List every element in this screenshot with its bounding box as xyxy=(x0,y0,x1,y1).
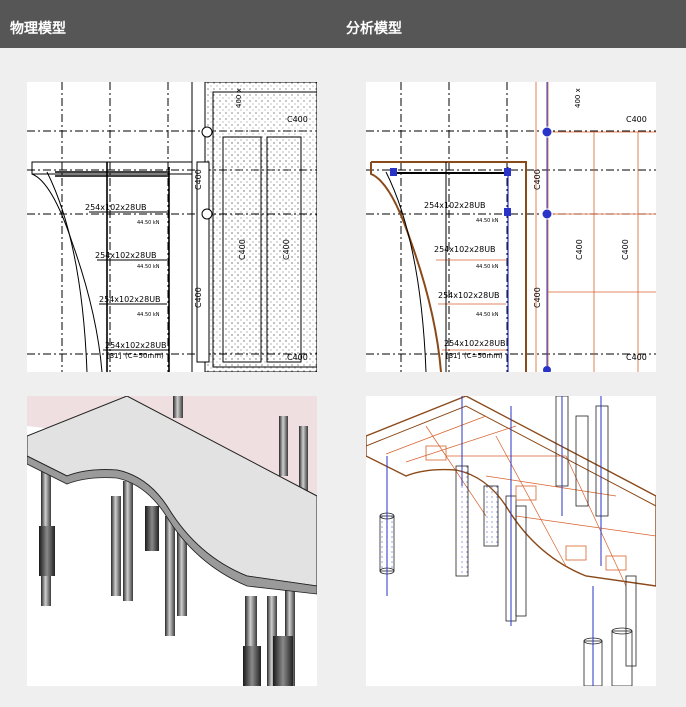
column-label: C400 xyxy=(621,239,630,260)
beam-label: 254x102x28UB xyxy=(444,339,506,348)
beam-label: 254x102x28UB xyxy=(434,245,496,254)
physical-plan-drawing: 254x102x28UB 44.50 kN 254x102x28UB 44.50… xyxy=(27,82,317,372)
grid-lines xyxy=(27,82,317,372)
load-tag: 44.50 kN xyxy=(476,312,499,318)
physical-3d-view xyxy=(27,396,317,686)
load-tag: 44.50 kN xyxy=(137,220,160,226)
load-tag: 44.50 kN xyxy=(137,264,160,270)
analytical-plan-view: 254x102x28UB 44.50 kN 254x102x28UB 44.50… xyxy=(366,82,656,372)
column-label: C400 xyxy=(282,239,291,260)
analytical-plan-drawing: 254x102x28UB 44.50 kN 254x102x28UB 44.50… xyxy=(366,82,656,372)
beam-label: 254x102x28UB xyxy=(95,251,157,260)
column-label: C400 xyxy=(626,115,647,124)
analytical-node-icon xyxy=(541,126,553,138)
grid-note: [31] xyxy=(107,352,122,360)
analytical-node-icon xyxy=(541,208,553,220)
analytical-3d-drawing xyxy=(366,396,656,686)
grid-note: [31] xyxy=(446,352,461,360)
column-label: C400 xyxy=(287,115,308,124)
column-label: C400 xyxy=(533,287,542,308)
grid-bubble-icon xyxy=(201,208,213,220)
dim-label: 400 x xyxy=(574,88,582,108)
beam-label: 254x102x28UB xyxy=(105,341,167,350)
grid-bubble-icon xyxy=(201,126,213,138)
column-label: C400 xyxy=(575,239,584,260)
cover-note: (C=50mm) xyxy=(125,352,164,360)
load-tag: 44.50 kN xyxy=(476,218,499,224)
column-label: C400 xyxy=(533,169,542,190)
column-label: C400 xyxy=(194,169,203,190)
beam-label: 254x102x28UB xyxy=(85,203,147,212)
analytical-node-icon xyxy=(504,208,511,216)
column-label: C400 xyxy=(238,239,247,260)
cover-note: (C=50mm) xyxy=(464,352,503,360)
physical-model-title: 物理模型 xyxy=(10,21,66,37)
beam-label: 254x102x28UB xyxy=(424,201,486,210)
dim-label: 400 x xyxy=(235,88,243,108)
analytical-node-icon xyxy=(543,366,551,372)
beam-label: 254x102x28UB xyxy=(99,295,161,304)
header-bar: 物理模型 分析模型 xyxy=(0,0,686,48)
analytical-node-icon xyxy=(504,168,511,176)
analytical-3d-view xyxy=(366,396,656,686)
column-label: C400 xyxy=(626,353,647,362)
column-label: C400 xyxy=(194,287,203,308)
load-tag: 44.50 kN xyxy=(476,264,499,270)
column-label: C400 xyxy=(287,353,308,362)
physical-3d-drawing xyxy=(27,396,317,686)
analytical-model-title: 分析模型 xyxy=(346,21,402,37)
load-tag: 44.50 kN xyxy=(137,312,160,318)
beam-label: 254x102x28UB xyxy=(438,291,500,300)
analytical-node-icon xyxy=(390,168,397,176)
physical-plan-view: 254x102x28UB 44.50 kN 254x102x28UB 44.50… xyxy=(27,82,317,372)
